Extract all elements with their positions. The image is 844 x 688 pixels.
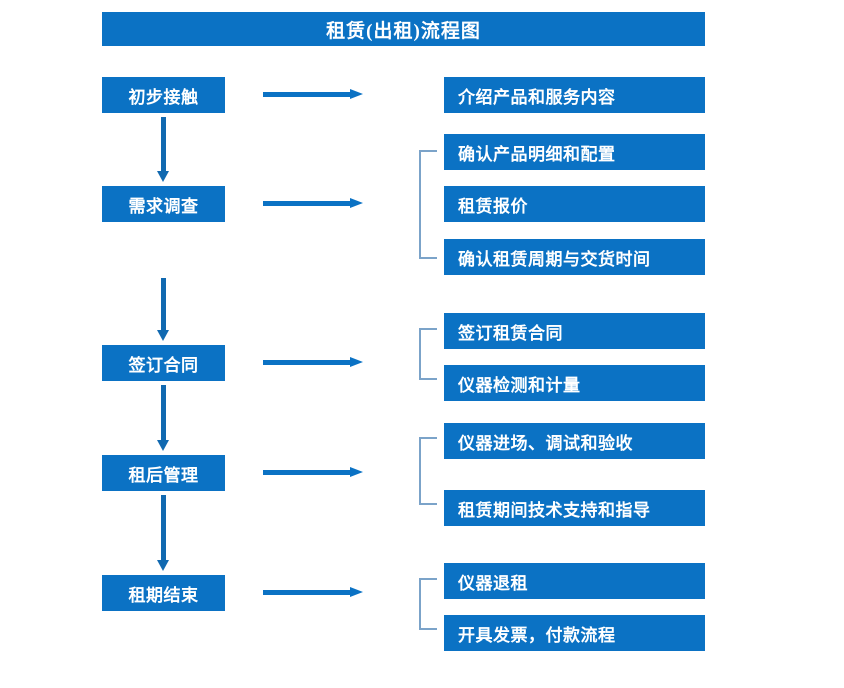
detail-arrow-right-1 bbox=[263, 89, 363, 100]
arrow-head bbox=[157, 440, 169, 451]
flow-arrow-down-3 bbox=[157, 385, 170, 451]
arrow-shaft bbox=[161, 117, 166, 171]
arrow-head bbox=[350, 467, 363, 477]
arrow-shaft bbox=[161, 495, 166, 560]
arrow-shaft bbox=[263, 590, 351, 595]
flow-arrow-down-1 bbox=[157, 117, 170, 182]
arrow-head bbox=[350, 198, 363, 208]
detail-arrow-right-3 bbox=[263, 357, 363, 368]
detail-box-4[interactable]: 确认租赁周期与交货时间 bbox=[444, 239, 705, 275]
detail-box-10[interactable]: 开具发票，付款流程 bbox=[444, 615, 705, 651]
arrow-shaft bbox=[263, 470, 351, 475]
detail-box-6[interactable]: 仪器检测和计量 bbox=[444, 365, 705, 401]
arrow-head bbox=[157, 171, 169, 182]
group-bracket-4 bbox=[419, 437, 437, 505]
chart-title: 租赁(出租)流程图 bbox=[102, 12, 705, 46]
group-bracket-3 bbox=[419, 328, 437, 380]
arrow-shaft bbox=[161, 278, 166, 330]
stage-box-3[interactable]: 签订合同 bbox=[102, 345, 225, 381]
detail-box-7[interactable]: 仪器进场、调试和验收 bbox=[444, 423, 705, 459]
stage-box-1[interactable]: 初步接触 bbox=[102, 77, 225, 113]
detail-box-8[interactable]: 租赁期间技术支持和指导 bbox=[444, 490, 705, 526]
stage-box-2[interactable]: 需求调查 bbox=[102, 186, 225, 222]
group-bracket-2 bbox=[419, 150, 437, 259]
detail-box-9[interactable]: 仪器退租 bbox=[444, 563, 705, 599]
detail-arrow-right-5 bbox=[263, 587, 363, 598]
detail-arrow-right-4 bbox=[263, 467, 363, 478]
arrow-shaft bbox=[263, 92, 351, 97]
detail-arrow-right-2 bbox=[263, 198, 363, 209]
arrow-shaft bbox=[263, 360, 351, 365]
group-bracket-5 bbox=[419, 578, 437, 630]
stage-box-4[interactable]: 租后管理 bbox=[102, 455, 225, 491]
flow-arrow-down-2 bbox=[157, 278, 170, 341]
detail-box-1[interactable]: 介绍产品和服务内容 bbox=[444, 77, 705, 113]
detail-box-5[interactable]: 签订租赁合同 bbox=[444, 313, 705, 349]
arrow-head bbox=[350, 587, 363, 597]
detail-box-3[interactable]: 租赁报价 bbox=[444, 186, 705, 222]
flow-arrow-down-4 bbox=[157, 495, 170, 571]
stage-box-5[interactable]: 租期结束 bbox=[102, 575, 225, 611]
arrow-shaft bbox=[161, 385, 166, 440]
detail-box-2[interactable]: 确认产品明细和配置 bbox=[444, 134, 705, 170]
arrow-head bbox=[350, 357, 363, 367]
arrow-head bbox=[350, 89, 363, 99]
arrow-head bbox=[157, 560, 169, 571]
arrow-shaft bbox=[263, 201, 351, 206]
arrow-head bbox=[157, 330, 169, 341]
